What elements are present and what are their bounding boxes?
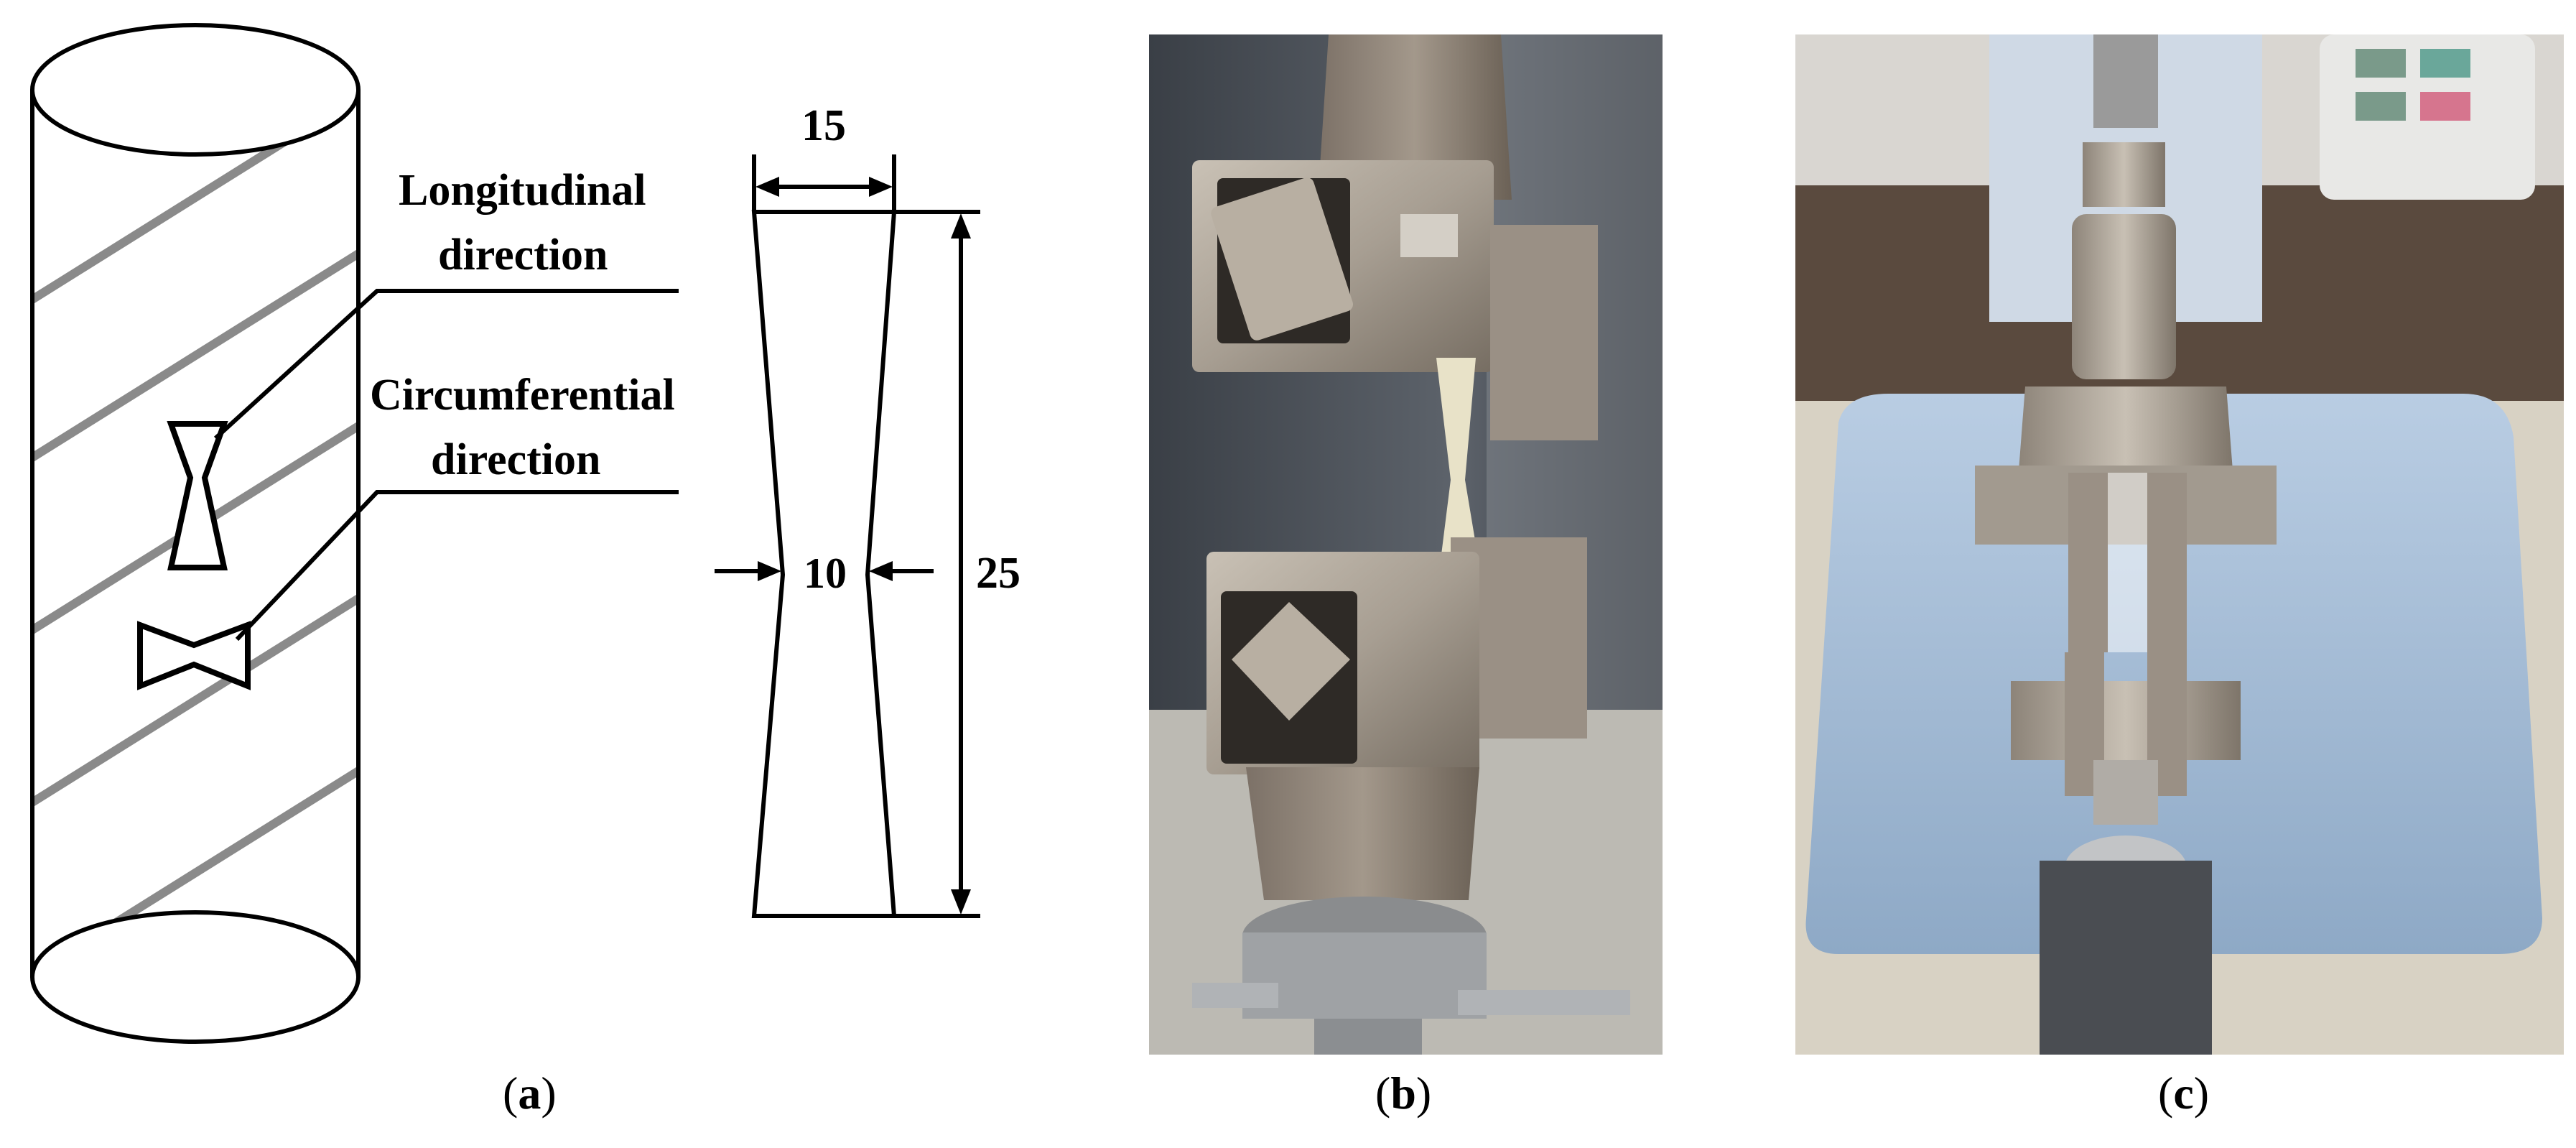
dimension-neck-width — [715, 561, 934, 581]
label-circumferential-line2: direction — [431, 435, 601, 484]
test-specimen — [1436, 358, 1479, 566]
circumferential-specimen — [137, 621, 251, 690]
panel-a-schematic: Longitudinal direction Circumferential d… — [0, 0, 1077, 1063]
circumferential-leader-line — [235, 490, 679, 642]
lower-grip — [2011, 681, 2241, 760]
dimension-top-width — [752, 154, 896, 212]
caption-c: (c) — [2158, 1068, 2210, 1119]
label-circumferential-line1: Circumferential — [370, 371, 675, 420]
machine-photo-illustration — [1795, 34, 2564, 1055]
panel-b-photo — [1149, 34, 1663, 1055]
longitudinal-specimen — [167, 421, 228, 570]
caption-a: (a) — [503, 1068, 557, 1119]
upper-grip — [2018, 386, 2233, 480]
panel-c-photo — [1795, 34, 2564, 1055]
base-block — [2040, 861, 2212, 1055]
schematic-svg: Longitudinal direction Circumferential d… — [30, 23, 1020, 1044]
upper-grip-body — [1318, 34, 1512, 200]
longitudinal-leader-line — [213, 289, 679, 440]
dimension-length — [951, 213, 971, 915]
cylinder — [30, 23, 361, 1044]
grip-photo-illustration — [1149, 34, 1663, 1055]
lower-grip-body — [1246, 767, 1479, 900]
load-cell — [2072, 214, 2176, 379]
label-longitudinal-line1: Longitudinal — [399, 166, 646, 215]
dim-top-width-label: 15 — [801, 101, 846, 150]
caption-b: (b) — [1375, 1068, 1432, 1119]
dim-neck-width-label: 10 — [804, 550, 847, 597]
dim-length-label: 25 — [976, 549, 1020, 598]
label-longitudinal-line2: direction — [438, 231, 608, 279]
